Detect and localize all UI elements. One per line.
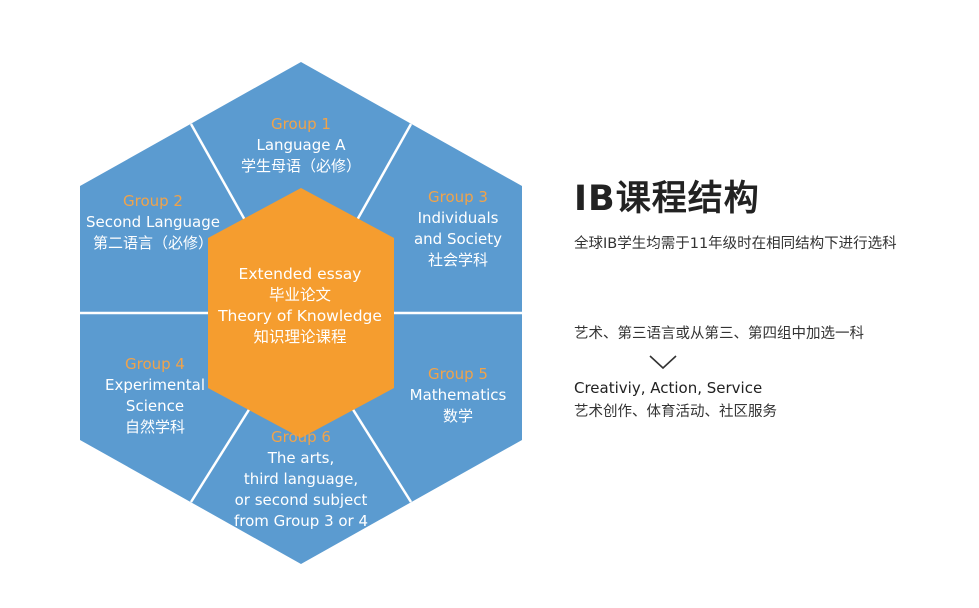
group-6-line-4: from Group 3 or 4 xyxy=(233,512,369,530)
chevron-down-icon xyxy=(649,355,677,370)
group-5-label: Group 5 xyxy=(428,365,488,383)
group-3-label: Group 3 xyxy=(428,188,488,206)
group-6-line-1: The arts, xyxy=(267,449,335,467)
group-1-line-1: Language A xyxy=(256,136,346,154)
group-5-line-1: Mathematics xyxy=(409,386,507,404)
group-4-line-3: 自然学科 xyxy=(124,418,185,436)
divider-bottom-right xyxy=(345,399,413,503)
group-1-line-2: 学生母语（必修） xyxy=(240,157,361,175)
core-segment: Extended essay 毕业论文 Theory of Knowledge … xyxy=(195,264,405,348)
core-hexagon xyxy=(208,188,394,438)
elective-note: 艺术、第三语言或从第三、第四组中加选一科 xyxy=(574,326,864,342)
group-6-line-2: third language, xyxy=(243,470,359,488)
divider-bottom-left xyxy=(189,399,257,503)
group-6-line-3: or second subject xyxy=(234,491,368,509)
core-line-4: 知识理论课程 xyxy=(253,328,347,346)
group-3-line-1: Individuals xyxy=(417,209,499,227)
group-2-label: Group 2 xyxy=(123,192,183,210)
segment-dividers xyxy=(80,123,522,503)
group-2-line-1: Second Language xyxy=(86,213,220,231)
group-4-line-2: Science xyxy=(125,397,185,415)
group-6-label: Group 6 xyxy=(271,428,331,446)
group-3-line-2: and Society xyxy=(413,230,503,248)
core-line-3: Theory of Knowledge xyxy=(218,307,382,325)
ib-hexagon-diagram xyxy=(80,62,522,564)
group-1-segment: Group 1 Language A 学生母语（必修） xyxy=(201,114,401,177)
group-1-label: Group 1 xyxy=(271,115,331,133)
group-2-line-2: 第二语言（必修） xyxy=(92,234,213,252)
cas-chinese: 艺术创作、体育活动、社区服务 xyxy=(574,404,777,420)
page-subtitle: 全球IB学生均需于11年级时在相同结构下进行选科 xyxy=(574,236,897,252)
group-4-label: Group 4 xyxy=(125,355,185,373)
core-line-1: Extended essay xyxy=(238,265,362,283)
group-3-segment: Group 3 Individuals and Society 社会学科 xyxy=(383,187,533,271)
core-line-2: 毕业论文 xyxy=(268,286,331,304)
group-4-line-1: Experimental xyxy=(104,376,206,394)
group-6-segment: Group 6 The arts, third language, or sec… xyxy=(201,427,401,532)
group-4-segment: Group 4 Experimental Science 自然学科 xyxy=(75,354,235,438)
group-2-segment: Group 2 Second Language 第二语言（必修） xyxy=(68,191,238,254)
page-title: IB课程结构 xyxy=(574,179,760,219)
group-5-segment: Group 5 Mathematics 数学 xyxy=(383,364,533,427)
group-3-line-3: 社会学科 xyxy=(427,251,488,269)
cas-english: Creativiy, Action, Service xyxy=(574,379,763,397)
group-5-line-2: 数学 xyxy=(442,407,473,425)
